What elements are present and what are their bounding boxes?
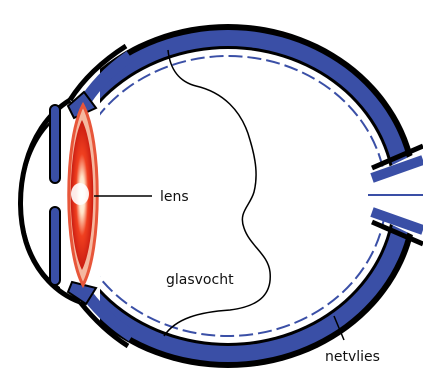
lens-highlight	[71, 183, 89, 205]
iris-upper	[50, 105, 60, 183]
label-vitreous: glasvocht	[166, 272, 234, 288]
label-lens: lens	[160, 189, 189, 205]
iris-lower	[50, 207, 60, 285]
label-retina: netvlies	[325, 349, 380, 365]
